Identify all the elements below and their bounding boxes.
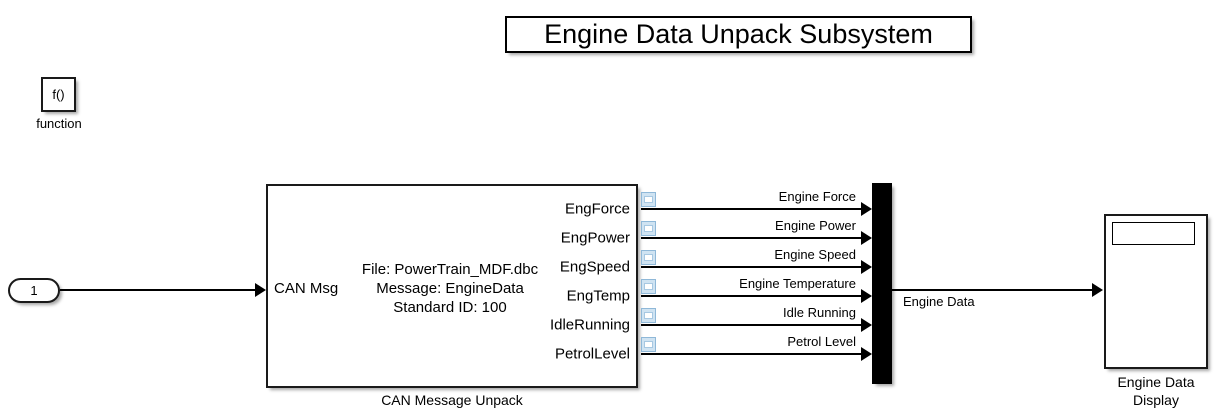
signal-icon-1[interactable] [641,221,656,236]
wire-arrow-signal-1 [861,231,872,245]
function-block-label: function [36,116,82,131]
display-value-field [1112,222,1195,245]
diagram-title-box: Engine Data Unpack Subsystem [505,16,972,53]
wire-arrow-display-input [1092,283,1103,297]
function-block[interactable]: f() [41,77,76,112]
inport-number: 1 [30,283,38,298]
wire-arrow-can-input [255,283,266,297]
display-block-caption: Engine Data Display [1084,373,1226,409]
signal-label-2: Engine Speed [774,247,856,262]
signal-icon-0[interactable] [641,192,656,207]
wire-arrow-signal-3 [861,289,872,303]
wire-signal-4 [641,324,863,326]
can-block-parameters: File: PowerTrain_MDF.dbc Message: Engine… [300,260,600,318]
can-outport-label-1: EngPower [560,229,630,247]
can-outport-label-3: EngTemp [566,287,630,305]
can-param-message: Message: EngineData [376,280,524,298]
bus-output-signal-label: Engine Data [903,294,975,309]
bus-creator-block[interactable] [872,183,892,384]
can-outport-label-5: PetrolLevel [554,345,630,363]
diagram-title-text: Engine Data Unpack Subsystem [544,19,933,49]
function-block-symbol: f() [52,87,65,102]
can-outport-label-0: EngForce [564,200,630,218]
inport-block[interactable]: 1 [8,278,60,303]
can-outport-label-2: EngSpeed [559,258,630,276]
can-block-caption: CAN Message Unpack [381,392,523,408]
signal-label-0: Engine Force [778,189,856,204]
signal-icon-2[interactable] [641,250,656,265]
wire-signal-3 [641,295,863,297]
signal-icon-4[interactable] [641,308,656,323]
can-param-standard-id: Standard ID: 100 [393,299,507,317]
signal-label-1: Engine Power [775,218,856,233]
can-message-unpack-block[interactable] [266,184,638,388]
wire-arrow-signal-2 [861,260,872,274]
wire-signal-0 [641,208,863,210]
signal-label-5: Petrol Level [787,334,856,349]
wire-signal-1 [641,237,863,239]
signal-label-3: Engine Temperature [739,276,856,291]
wire-signal-2 [641,266,863,268]
wire-inport-to-can [60,289,255,291]
signal-label-4: Idle Running [783,305,856,320]
can-outport-label-4: IdleRunning [549,316,630,334]
signal-icon-3[interactable] [641,279,656,294]
signal-icon-5[interactable] [641,337,656,352]
display-caption-line1: Engine Data [1117,374,1195,390]
wire-signal-5 [641,353,863,355]
wire-arrow-signal-4 [861,318,872,332]
wire-bus-to-display [892,289,1092,291]
wire-arrow-signal-5 [861,347,872,361]
can-param-file: File: PowerTrain_MDF.dbc [361,261,539,278]
wire-arrow-signal-0 [861,202,872,216]
display-caption-line2: Display [1133,392,1179,409]
can-msg-input-label: CAN Msg [274,280,339,297]
